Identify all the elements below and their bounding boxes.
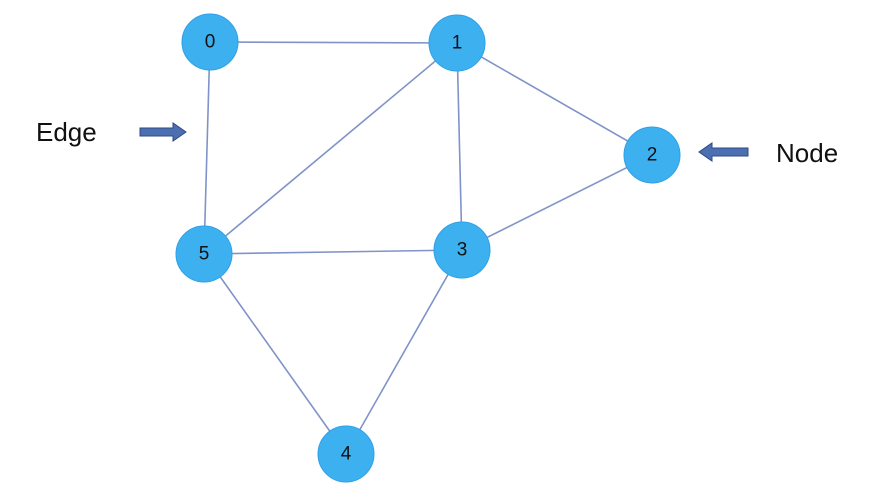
node-1: 1 <box>428 14 486 72</box>
node-circle-1 <box>428 14 486 72</box>
right-arrow-icon <box>139 122 187 142</box>
edge-3-4 <box>345 249 463 455</box>
node-2: 2 <box>623 126 681 184</box>
node-5: 5 <box>175 225 233 283</box>
nodes-layer: 0 1 2 3 4 5 <box>175 13 681 483</box>
node-circle-4 <box>317 425 375 483</box>
node-circle-3 <box>433 221 491 279</box>
edge-2-3 <box>461 154 653 251</box>
node-circle-5 <box>175 225 233 283</box>
node-label-5: 5 <box>199 244 210 265</box>
node-circle-2 <box>623 126 681 184</box>
edge-1-5 <box>203 42 458 255</box>
node-label-2: 2 <box>647 145 658 166</box>
edges-layer <box>203 41 653 455</box>
edge-callout: Edge <box>36 117 187 147</box>
node-label-0: 0 <box>205 32 216 53</box>
edge-1-2 <box>456 42 653 156</box>
edge-callout-label: Edge <box>36 117 97 147</box>
node-label-3: 3 <box>457 240 468 261</box>
node-circle-0 <box>181 13 239 71</box>
node-label-1: 1 <box>452 33 463 54</box>
node-callout: Node <box>698 138 838 168</box>
edge-5-4 <box>203 253 347 455</box>
node-label-4: 4 <box>341 444 352 465</box>
edge-0-1 <box>209 41 458 44</box>
node-0: 0 <box>181 13 239 71</box>
edge-0-5 <box>203 41 211 255</box>
node-4: 4 <box>317 425 375 483</box>
node-3: 3 <box>433 221 491 279</box>
left-arrow-icon <box>698 142 749 162</box>
node-callout-label: Node <box>776 138 838 168</box>
edge-5-3 <box>203 249 463 255</box>
edge-1-3 <box>456 42 463 251</box>
